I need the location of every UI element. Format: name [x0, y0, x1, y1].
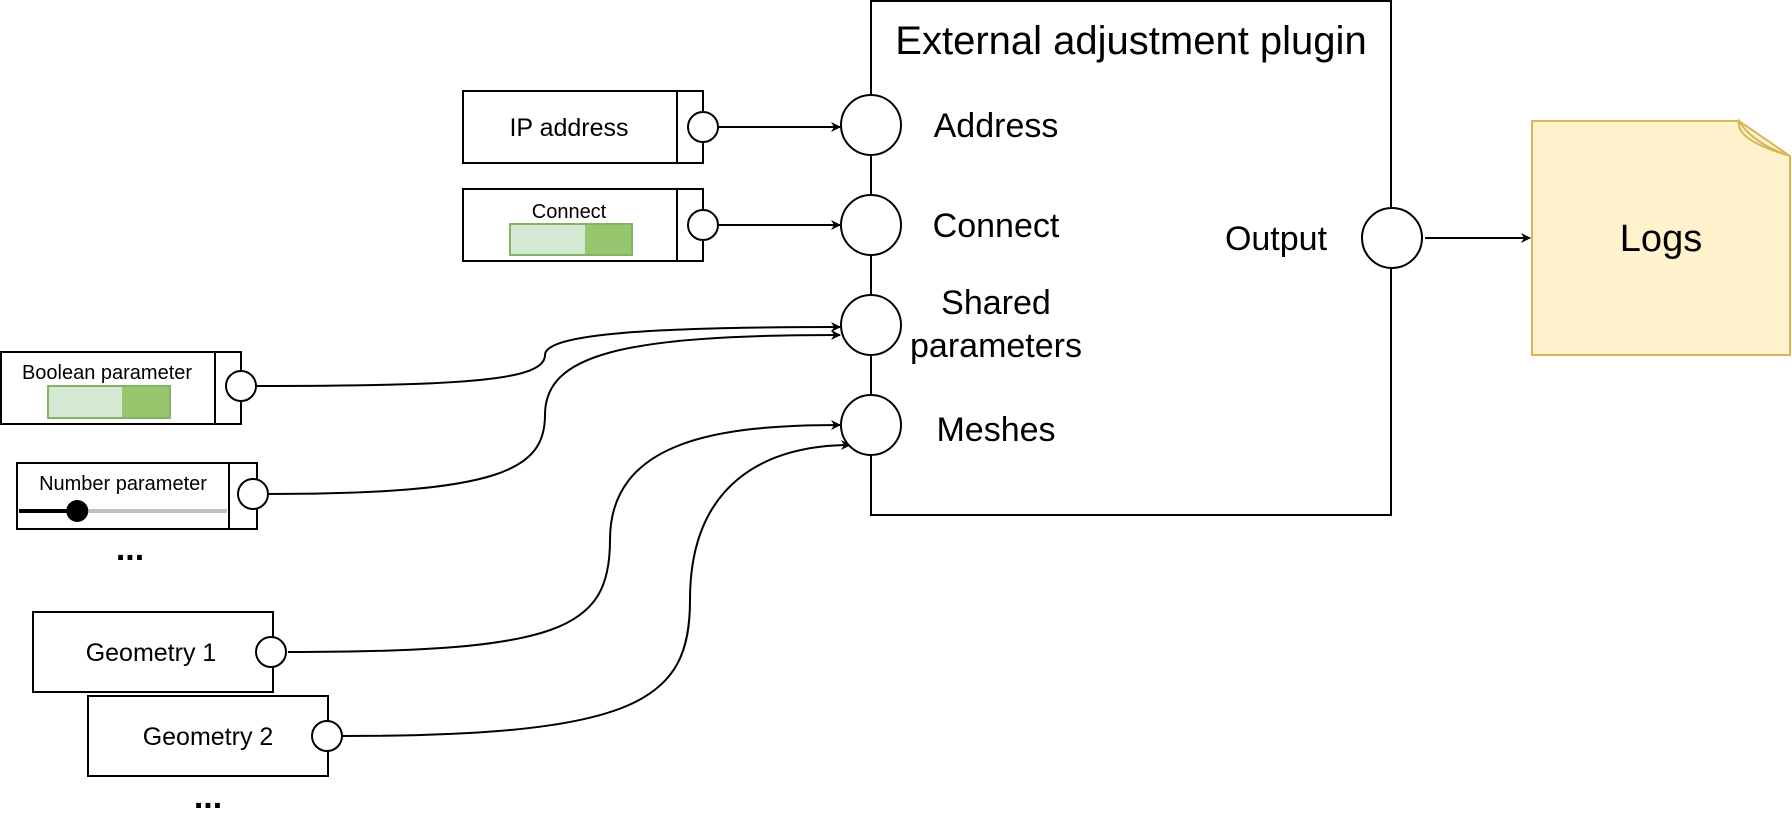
- shared-parameters-input-port[interactable]: [840, 294, 902, 356]
- number-param-output-port[interactable]: [237, 478, 269, 510]
- number-param-node[interactable]: Number parameter: [16, 462, 258, 530]
- more-geometries-ellipsis: ...: [194, 778, 222, 816]
- wire-boolean-to-shared: [255, 322, 841, 387]
- input-label-address: Address: [934, 107, 1059, 145]
- input-label-shared-line1: Shared: [941, 284, 1051, 322]
- wire-number-to-shared: [267, 330, 841, 495]
- logs-label: Logs: [1620, 218, 1702, 260]
- geometry-1-node[interactable]: Geometry 1: [32, 611, 274, 693]
- ip-address-frame: [462, 90, 704, 164]
- input-label-meshes: Meshes: [936, 411, 1055, 449]
- connect-input-port[interactable]: [840, 194, 902, 256]
- meshes-input-port[interactable]: [840, 394, 902, 456]
- plugin-block: External adjustment plugin Address Conne…: [870, 0, 1392, 516]
- logs-note-fold: [1737, 118, 1791, 157]
- boolean-toggle-knob[interactable]: [122, 387, 169, 417]
- geometry-2-node[interactable]: Geometry 2: [87, 695, 329, 777]
- number-slider-thumb[interactable]: [66, 500, 89, 522]
- wire-geometry2-to-meshes: [341, 440, 851, 737]
- connect-output-port[interactable]: [687, 209, 719, 241]
- geometry-2-frame: [87, 695, 329, 777]
- ports: [225, 94, 1423, 752]
- ip-address-node[interactable]: IP address: [462, 90, 704, 164]
- output-label: Output: [1225, 220, 1328, 258]
- output-port[interactable]: [1361, 207, 1423, 269]
- geometry-1-label: Geometry 1: [86, 639, 217, 667]
- geometry-1-frame: [32, 611, 274, 693]
- address-input-port[interactable]: [840, 94, 902, 156]
- wire-geometry1-to-meshes: [287, 420, 841, 653]
- more-params-ellipsis: ...: [116, 530, 144, 568]
- input-label-shared-line2: parameters: [910, 327, 1082, 365]
- geometry-1-output-port[interactable]: [255, 636, 287, 668]
- plugin-title: External adjustment plugin: [895, 19, 1366, 63]
- logs-note-shape: [1531, 120, 1791, 356]
- ip-address-output-port[interactable]: [687, 111, 719, 143]
- boolean-param-node[interactable]: Boolean parameter: [0, 351, 242, 425]
- input-label-connect: Connect: [933, 207, 1060, 245]
- geometry-2-label: Geometry 2: [143, 723, 274, 751]
- connect-node[interactable]: Connect: [462, 188, 704, 262]
- connect-label: Connect: [532, 201, 607, 223]
- connect-toggle-knob[interactable]: [585, 225, 631, 254]
- geometry-2-output-port[interactable]: [311, 720, 343, 752]
- boolean-param-output-port[interactable]: [225, 370, 257, 402]
- boolean-param-label: Boolean parameter: [22, 362, 192, 384]
- number-param-label: Number parameter: [39, 473, 207, 495]
- connections: [255, 122, 1531, 737]
- logs-note: Logs: [1531, 118, 1791, 356]
- plugin-frame: [870, 0, 1392, 516]
- ip-address-label: IP address: [509, 114, 628, 142]
